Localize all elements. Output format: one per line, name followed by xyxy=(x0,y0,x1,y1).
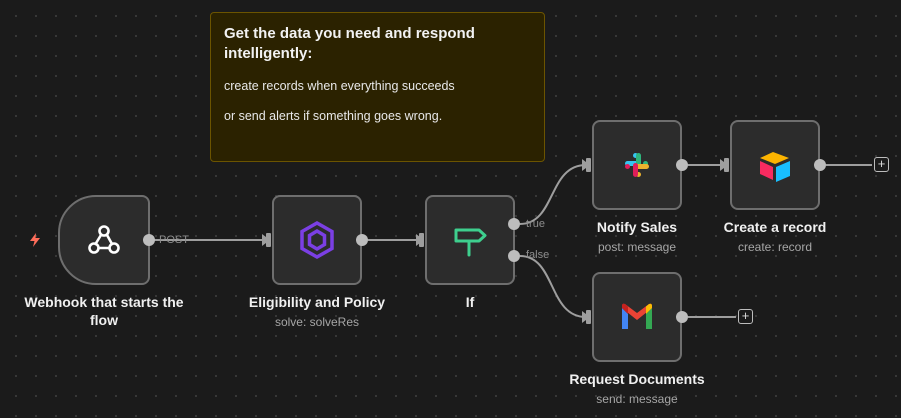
if-node-label: If xyxy=(465,294,475,310)
add-node-after-request-documents-button[interactable]: + xyxy=(738,309,753,324)
edge-if-false-to-request xyxy=(519,255,587,318)
gmail-icon xyxy=(622,303,652,329)
create-record-node-subtitle: create: record xyxy=(737,240,813,254)
webhook-node-label: Webhook that starts the flow xyxy=(24,294,184,328)
webhook-output-handle[interactable] xyxy=(143,234,155,246)
request-documents-output-handle[interactable] xyxy=(676,311,688,323)
eligibility-input-handle[interactable] xyxy=(266,233,271,247)
edge-label-post: POST xyxy=(159,234,189,246)
request-documents-node-subtitle: send: message xyxy=(596,392,678,406)
request-documents-node[interactable] xyxy=(592,272,682,362)
if-true-output-handle[interactable] xyxy=(508,218,520,230)
notify-sales-input-handle[interactable] xyxy=(586,158,591,172)
request-documents-input-handle[interactable] xyxy=(586,310,591,324)
sticky-line-1: create records when everything succeeds xyxy=(224,79,455,93)
eligibility-node-label: Eligibility and Policy xyxy=(248,294,386,310)
edge-label-false: false xyxy=(526,249,550,261)
slack-icon xyxy=(625,153,649,177)
notify-sales-node[interactable] xyxy=(592,120,682,210)
sticky-note[interactable]: Get the data you need and respond intell… xyxy=(210,12,545,162)
hexagon-icon xyxy=(300,220,334,260)
if-node[interactable] xyxy=(425,195,515,285)
notify-sales-node-subtitle: post: message xyxy=(597,240,677,254)
eligibility-output-handle[interactable] xyxy=(356,234,368,246)
signpost-icon xyxy=(454,228,487,257)
notify-sales-node-label: Notify Sales xyxy=(596,219,678,235)
if-input-handle[interactable] xyxy=(419,233,424,247)
request-documents-node-label: Request Documents xyxy=(569,371,705,387)
if-false-output-handle[interactable] xyxy=(508,250,520,262)
create-record-output-handle[interactable] xyxy=(814,159,826,171)
add-node-after-create-record-button[interactable]: + xyxy=(874,157,889,172)
eligibility-node-subtitle: solve: solveRes xyxy=(274,315,360,329)
webhook-node[interactable] xyxy=(58,195,150,285)
webhook-icon xyxy=(88,225,120,254)
trigger-bolt-icon xyxy=(30,233,40,247)
create-record-node[interactable] xyxy=(730,120,820,210)
edge-label-true: true xyxy=(526,218,545,230)
notify-sales-output-handle[interactable] xyxy=(676,159,688,171)
create-record-input-handle[interactable] xyxy=(724,158,729,172)
sticky-title: Get the data you need and respond intell… xyxy=(224,25,475,62)
airtable-icon xyxy=(760,152,790,182)
sticky-line-2: or send alerts if something goes wrong. xyxy=(224,109,443,123)
eligibility-node[interactable] xyxy=(272,195,362,285)
create-record-node-label: Create a record xyxy=(723,219,827,235)
edge-if-true-to-notify xyxy=(519,164,587,225)
